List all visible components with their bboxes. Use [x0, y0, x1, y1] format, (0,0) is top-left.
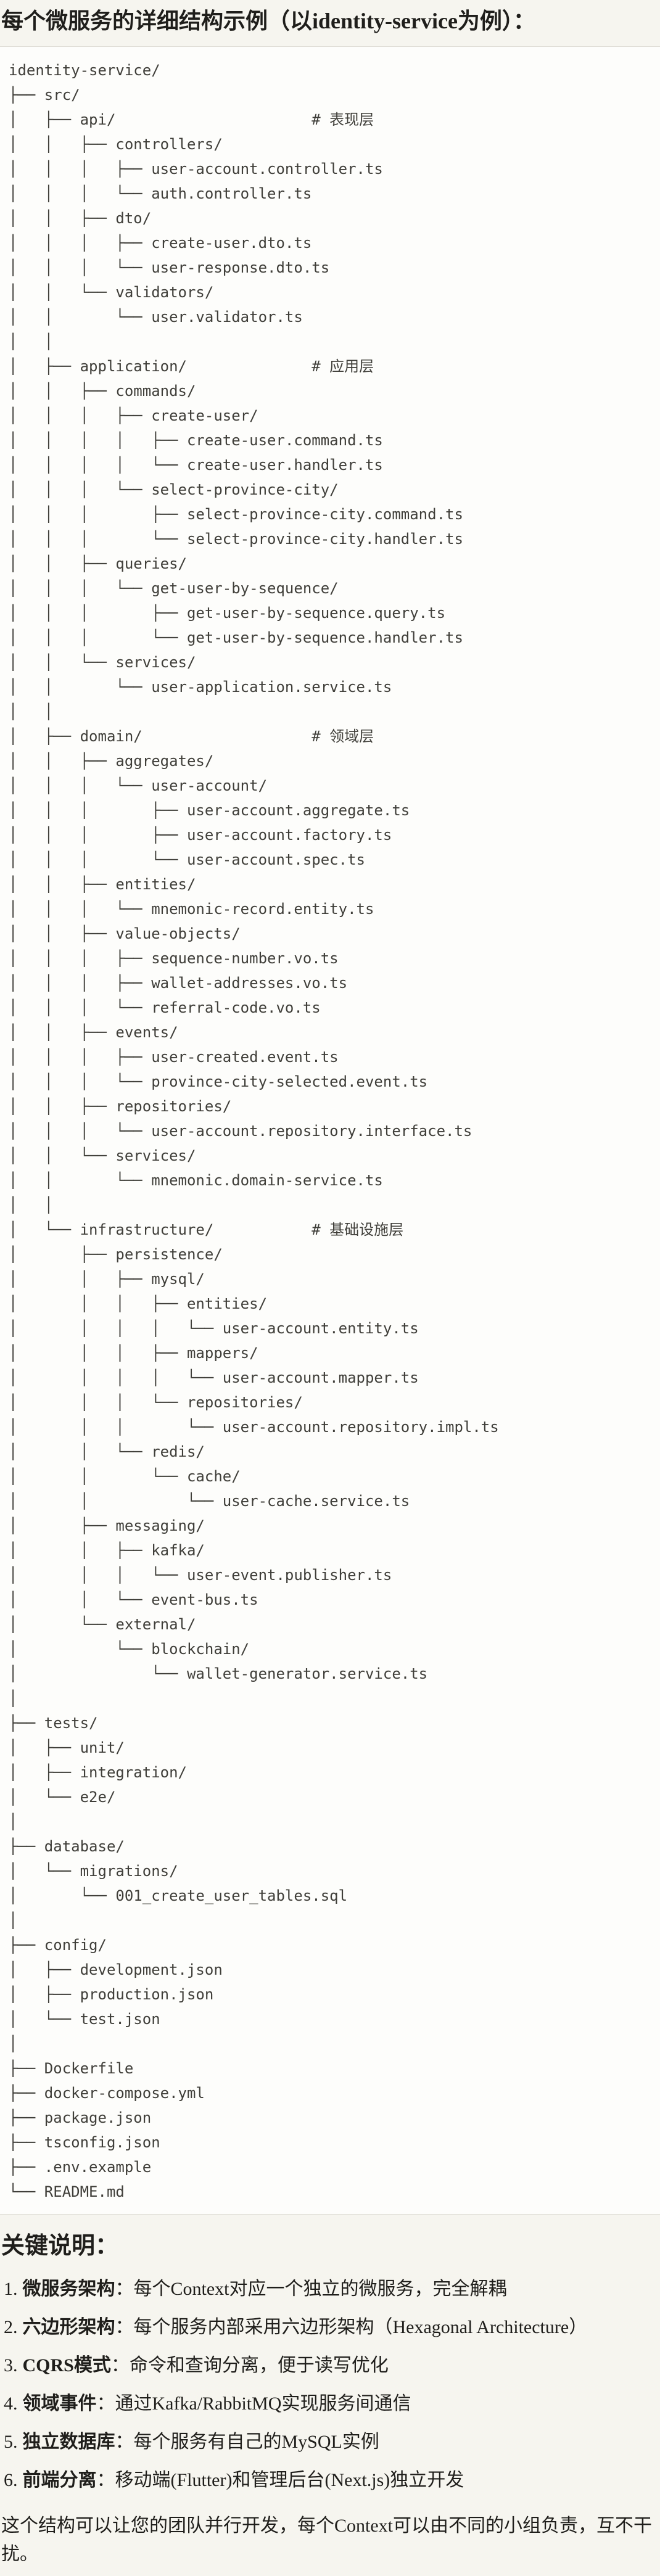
note-item: 3.CQRS模式：命令和查询分离，便于读写优化 [4, 2352, 659, 2380]
note-number: 3. [4, 2355, 18, 2376]
code-block: identity-service/ ├── src/ │ ├── api/ # … [0, 46, 660, 2215]
note-item: 5.独立数据库：每个服务有自己的MySQL实例 [4, 2428, 659, 2456]
note-text: ：通过Kafka/RabbitMQ实现服务间通信 [96, 2393, 411, 2414]
note-number: 2. [4, 2316, 18, 2337]
note-label: 前端分离 [22, 2469, 97, 2490]
note-label: 微服务架构 [22, 2278, 115, 2299]
closing-paragraph: 这个结构可以让您的团队并行开发，每个Context可以由不同的小组负责，互不干扰… [1, 2515, 652, 2564]
note-text: ：每个服务有自己的MySQL实例 [115, 2431, 379, 2452]
note-label: CQRS模式 [22, 2355, 111, 2376]
note-number: 1. [4, 2278, 18, 2299]
note-label: 独立数据库 [22, 2431, 115, 2452]
directory-tree: identity-service/ ├── src/ │ ├── api/ # … [9, 62, 499, 2201]
note-text: ：每个Context对应一个独立的微服务，完全解耦 [115, 2278, 507, 2299]
note-item: 6.前端分离：移动端(Flutter)和管理后台(Next.js)独立开发 [4, 2466, 659, 2495]
note-number: 6. [4, 2469, 18, 2490]
note-item: 2.六边形架构：每个服务内部采用六边形架构（Hexagonal Architec… [4, 2313, 659, 2342]
note-item: 4.领域事件：通过Kafka/RabbitMQ实现服务间通信 [4, 2390, 659, 2418]
page-title: 每个微服务的详细结构示例（以identity-service为例）： [1, 9, 535, 33]
note-text: ：命令和查询分离，便于读写优化 [110, 2355, 389, 2376]
note-label: 六边形架构 [22, 2316, 115, 2337]
note-label: 领域事件 [22, 2393, 97, 2414]
note-text: ：移动端(Flutter)和管理后台(Next.js)独立开发 [96, 2469, 464, 2490]
notes-section: 关键说明： 1.微服务架构：每个Context对应一个独立的微服务，完全解耦 2… [1, 2233, 659, 2569]
note-item: 1.微服务架构：每个Context对应一个独立的微服务，完全解耦 [4, 2275, 659, 2303]
note-number: 5. [4, 2431, 18, 2452]
note-text: ：每个服务内部采用六边形架构（Hexagonal Architecture） [115, 2316, 588, 2337]
notes-heading: 关键说明： [1, 2233, 119, 2260]
note-number: 4. [4, 2393, 18, 2414]
